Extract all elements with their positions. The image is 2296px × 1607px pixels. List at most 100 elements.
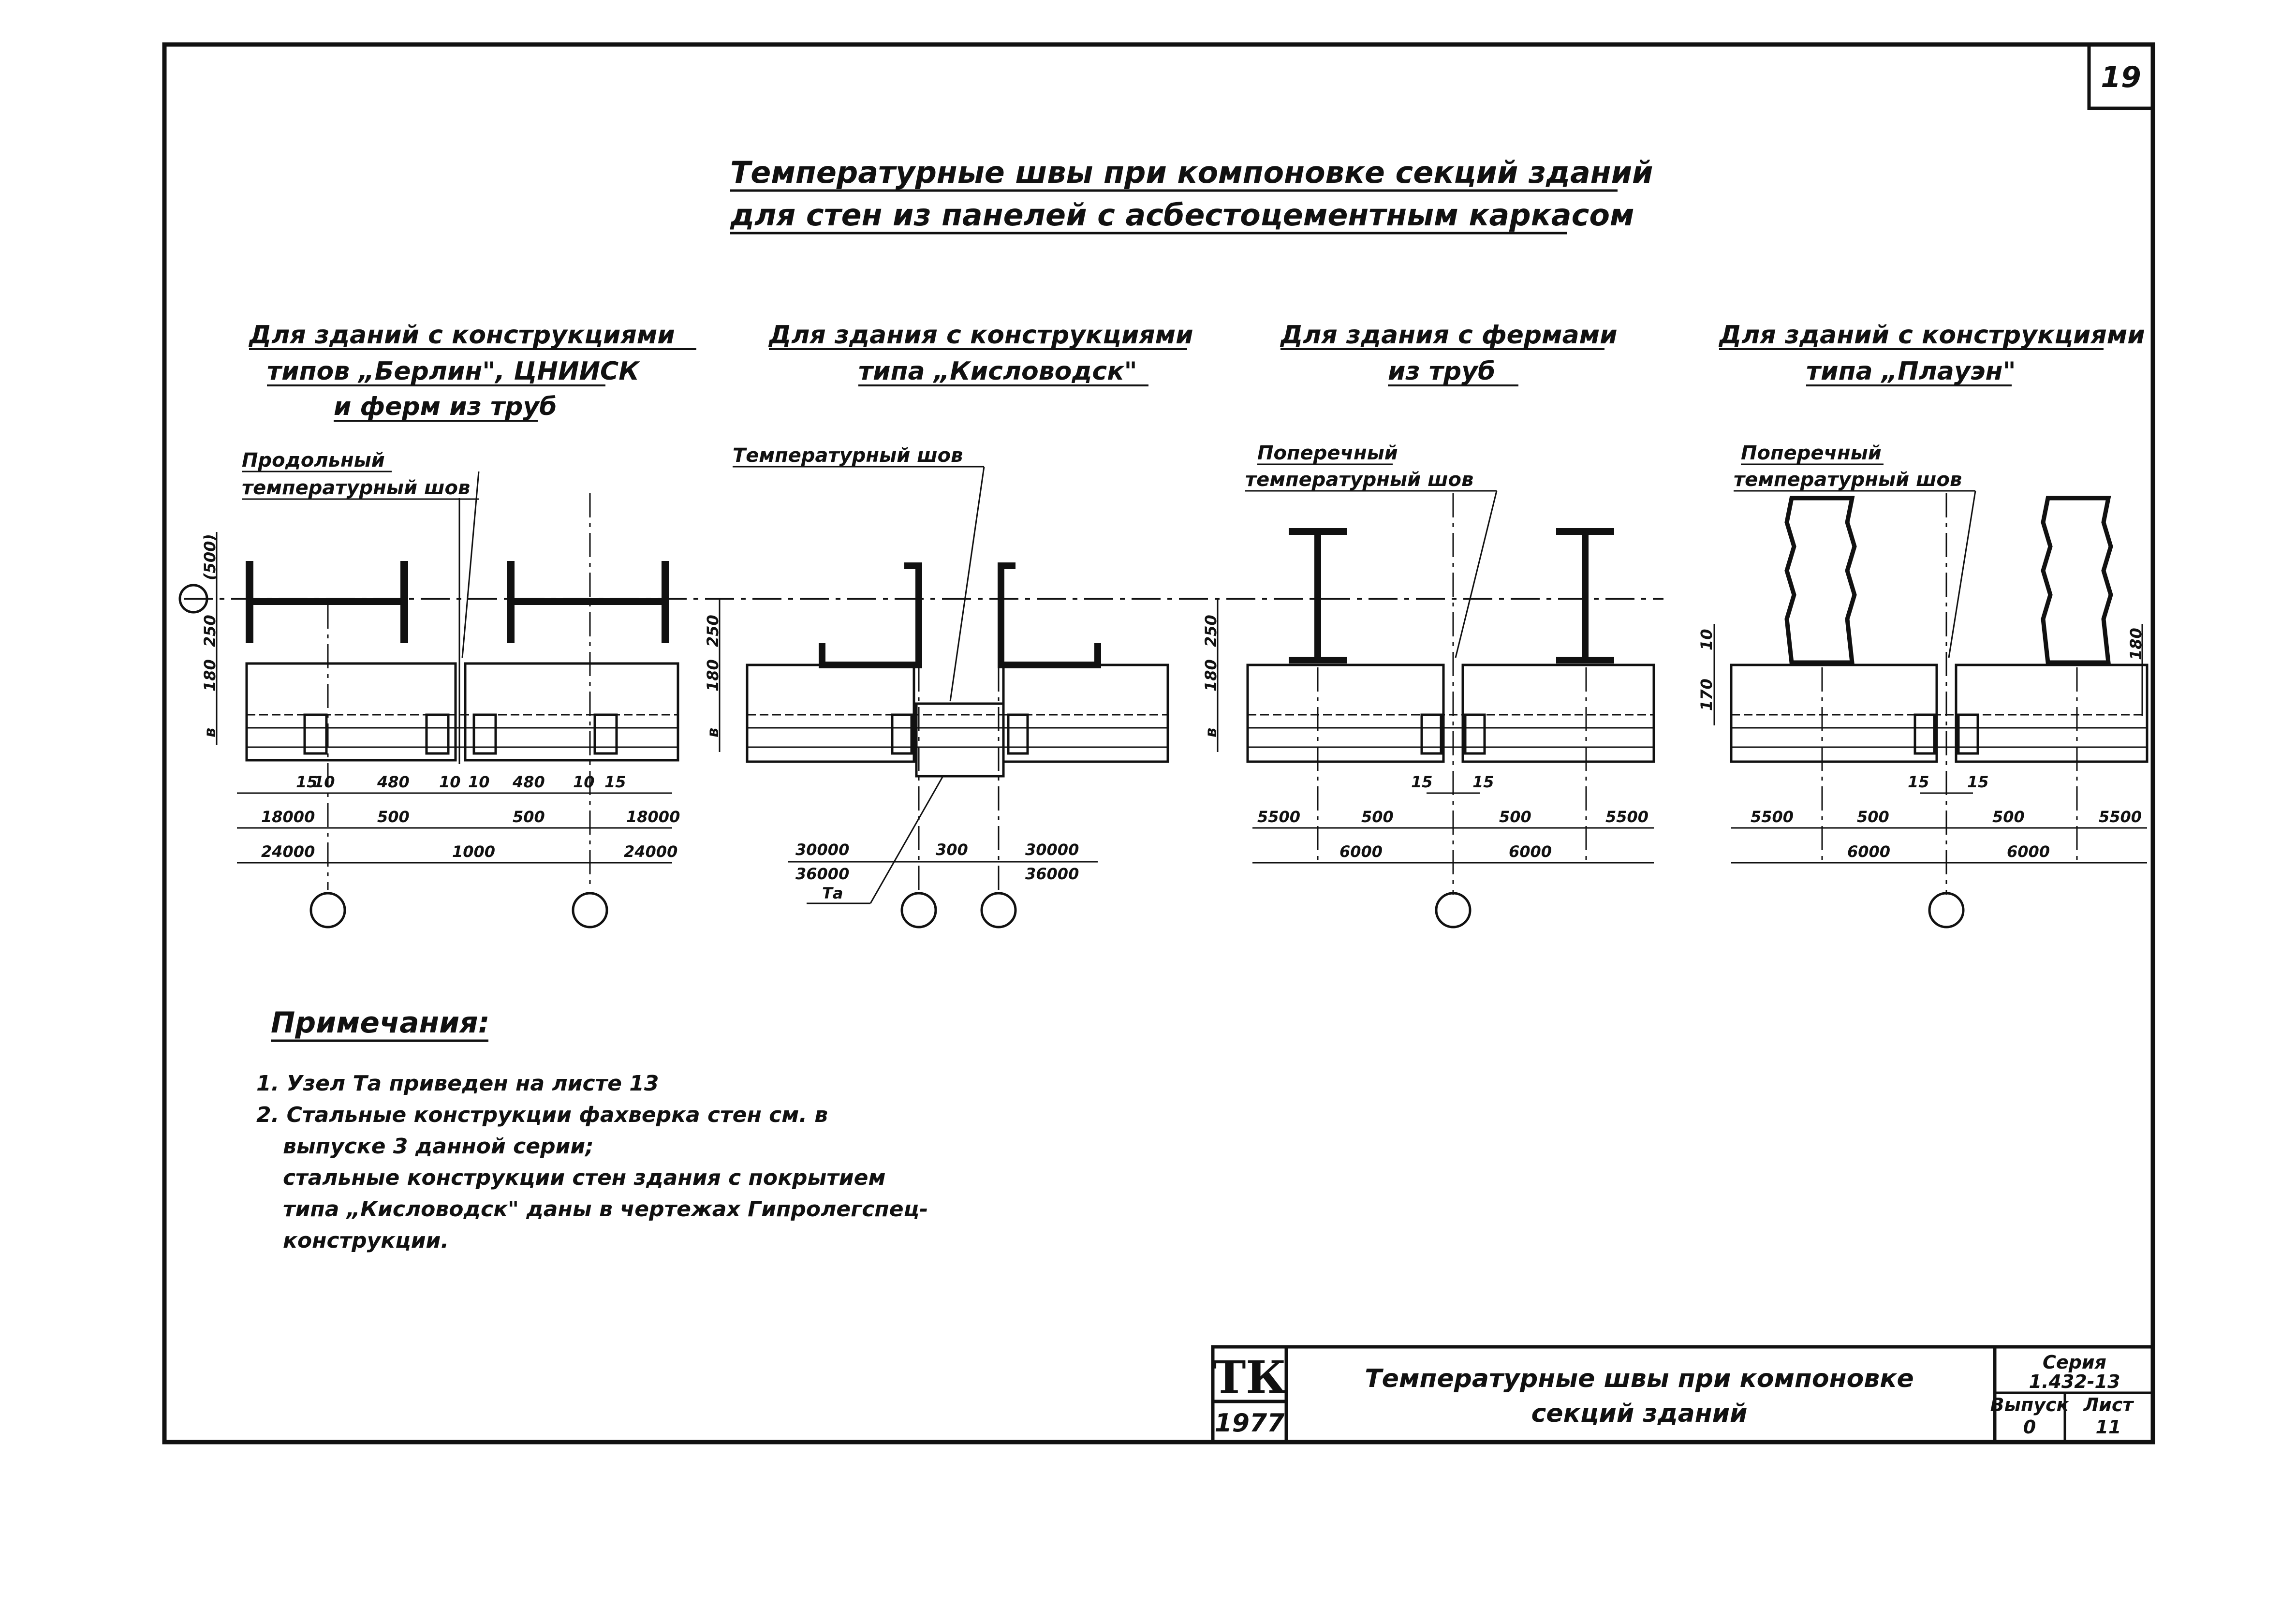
notes-block: Примечания: 1. Узел Та приведен на листе… xyxy=(256,1006,928,1253)
dim-value: 24000 xyxy=(261,842,315,861)
dim-value: 15 xyxy=(1908,773,1929,791)
beam-web xyxy=(253,598,400,605)
section-2-heading: Для здания с конструкциями типа „Кислово… xyxy=(768,321,1193,386)
dim-value: 1000 xyxy=(452,842,495,861)
dim-value: 480 xyxy=(377,773,410,791)
node-label: Та xyxy=(822,884,843,902)
dim-value: 30000 xyxy=(795,840,849,859)
channel-section xyxy=(998,562,1101,668)
dim-value: 480 xyxy=(512,773,545,791)
year: 1977 xyxy=(1215,1409,1285,1438)
heading-line: типа „Кисловодск" xyxy=(858,357,1137,386)
heading-line: типа „Плауэн" xyxy=(1806,357,2016,386)
beam-flange xyxy=(1556,657,1614,663)
vert-dim: 170 xyxy=(1697,678,1716,711)
section-4-detail: Поперечный температурный шов 10 170 180 … xyxy=(1697,442,2149,929)
joint-label: Поперечный xyxy=(1257,442,1398,464)
joint-label: Поперечный xyxy=(1741,442,1882,464)
wall-panel xyxy=(1246,663,1445,763)
org-code: ТК xyxy=(1213,1351,1286,1403)
dim-value: 500 xyxy=(377,808,410,826)
section-4-heading: Для зданий с конструкциями типа „Плауэн" xyxy=(1718,321,2145,386)
wall-panel xyxy=(1955,663,2149,763)
vert-dim: 10 xyxy=(1697,629,1716,650)
heading-line: Для зданий с конструкциями xyxy=(1718,321,2145,350)
dim-value: 24000 xyxy=(624,842,677,861)
series-value: 1.432-13 xyxy=(2029,1371,2120,1392)
beam-web xyxy=(1582,535,1589,657)
dim-value: 10 xyxy=(439,773,461,791)
sheet-frame xyxy=(162,42,2155,1445)
dim-value: 18000 xyxy=(626,808,680,826)
dim-value: 6000 xyxy=(1339,842,1383,861)
drawing-name-line-1: Температурные швы при компоновке xyxy=(1365,1364,1914,1393)
dim-value: 15 xyxy=(1967,773,1989,791)
dim-value: 15 xyxy=(296,773,318,791)
wall-panel xyxy=(464,662,679,762)
vert-dim: 250 xyxy=(704,615,722,647)
dim-value: 500 xyxy=(1499,808,1531,826)
vert-dim: 180 xyxy=(201,659,219,692)
dim-value: 5500 xyxy=(1605,808,1648,826)
level-axis-marker xyxy=(178,584,208,614)
vert-dim: 250 xyxy=(201,615,219,647)
section-1-heading: Для зданий с конструкциями типов „Берлин… xyxy=(248,321,696,422)
wall-panel xyxy=(746,663,915,763)
box-column-section xyxy=(1784,496,1857,665)
dim-value: 500 xyxy=(513,808,545,826)
dim-value: 5500 xyxy=(1257,808,1300,826)
heading-line: Для зданий с конструкциями xyxy=(248,321,675,350)
beam-flange xyxy=(1556,528,1614,535)
dim-value: 5500 xyxy=(1751,808,1794,826)
note-line: выпуске 3 данной серии; xyxy=(283,1134,594,1159)
dim-value: 500 xyxy=(1992,808,2025,826)
issue-value: 0 xyxy=(2023,1416,2036,1438)
dim-value: 6000 xyxy=(1509,842,1552,861)
wall-panel xyxy=(245,662,457,762)
dim-value: 15 xyxy=(1472,773,1494,791)
box-column-section xyxy=(2041,496,2113,665)
vert-dim: 180 xyxy=(704,659,722,692)
beam-flange xyxy=(1289,528,1347,535)
grid-axis-marker xyxy=(980,892,1017,929)
vert-dim: в xyxy=(201,728,219,737)
notes-heading: Примечания: xyxy=(271,1006,490,1040)
dim-value: 10 xyxy=(468,773,490,791)
wall-panel xyxy=(1461,663,1655,763)
heading-line: Для здания с конструкциями xyxy=(768,321,1193,350)
dim-value: 36000 xyxy=(1025,865,1079,883)
note-line: 2. Стальные конструкции фахверка стен см… xyxy=(256,1103,828,1127)
grid-axis-marker xyxy=(900,892,937,929)
beam-flange xyxy=(662,561,669,643)
corner-number-box xyxy=(2087,43,2155,110)
dim-value: 500 xyxy=(1361,808,1394,826)
beam-flange xyxy=(1289,657,1347,663)
vert-dim: 180 xyxy=(1202,659,1220,692)
beam-flange xyxy=(400,561,408,643)
expansion-joint-insert xyxy=(915,702,1005,778)
sheet-label: Лист xyxy=(2083,1394,2134,1415)
joint-label: температурный шов xyxy=(1734,469,1962,491)
joint-label: температурный шов xyxy=(1245,469,1473,491)
vert-dim: (500) xyxy=(201,534,219,580)
note-line: типа „Кисловодск" даны в чертежах Гипрол… xyxy=(283,1197,928,1222)
beam-web xyxy=(1314,535,1321,657)
beam-flange xyxy=(507,561,515,643)
vert-dim: 250 xyxy=(1202,615,1220,647)
heading-line: из труб xyxy=(1388,357,1495,386)
note-line: конструкции. xyxy=(283,1228,449,1253)
channel-section xyxy=(819,562,922,668)
dim-value: 15 xyxy=(1411,773,1433,791)
section-3-heading: Для здания с фермами из труб xyxy=(1280,321,1618,386)
dim-value: 15 xyxy=(604,773,626,791)
dim-value: 6000 xyxy=(2007,842,2050,861)
grid-axis-marker xyxy=(309,892,346,929)
section-3-detail: Поперечный температурный шов 250 180 в 1… xyxy=(1202,442,1655,929)
sheet-title: Температурные швы при компоновке секций … xyxy=(730,155,1653,235)
joint-label: температурный шов xyxy=(242,477,470,499)
grid-axis-marker xyxy=(572,892,608,929)
joint-label: Продольный xyxy=(242,449,385,472)
note-line: стальные конструкции стен здания с покры… xyxy=(283,1165,885,1190)
title-line-1: Температурные швы при компоновке секций … xyxy=(730,155,1653,190)
